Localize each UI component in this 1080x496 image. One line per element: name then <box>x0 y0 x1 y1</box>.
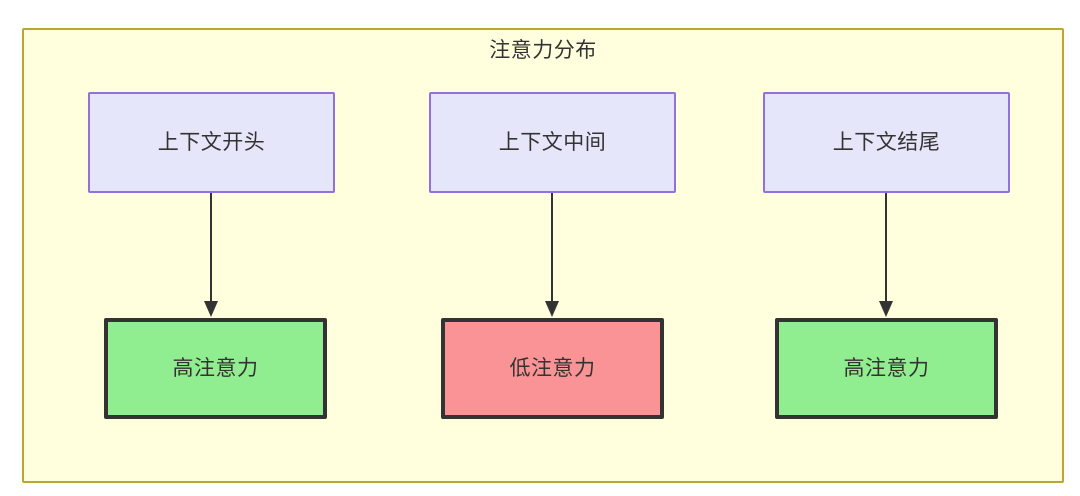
node-high-attention-end[interactable]: 高注意力 <box>775 318 998 419</box>
node-context-end[interactable]: 上下文结尾 <box>763 92 1010 193</box>
cluster-title: 注意力分布 <box>489 39 597 62</box>
node-high-attention-start[interactable]: 高注意力 <box>104 318 327 419</box>
node-low-attention-middle[interactable]: 低注意力 <box>441 318 664 419</box>
node-context-start[interactable]: 上下文开头 <box>88 92 335 193</box>
node-context-middle[interactable]: 上下文中间 <box>429 92 676 193</box>
